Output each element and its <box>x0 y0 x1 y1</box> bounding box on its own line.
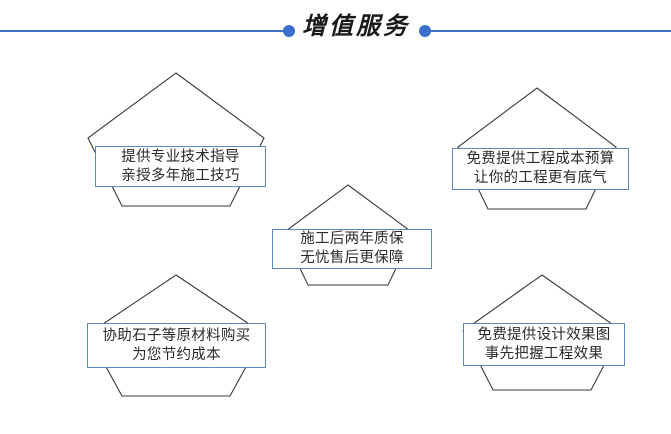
service-label-line-2: 无忧售后更保障 <box>300 250 404 266</box>
bullet-dot-icon-left <box>283 25 295 37</box>
service-label-center: 施工后两年质保 无忧售后更保障 <box>272 229 432 269</box>
service-card-top-left <box>85 70 267 210</box>
service-label-line-2: 让你的工程更有底气 <box>473 170 608 186</box>
service-label-line-1: 免费提供设计效果图 <box>477 326 611 343</box>
header-rule-left <box>0 30 285 32</box>
service-label-line-1: 提供专业技术指导 <box>121 148 240 165</box>
service-label-line-2: 为您节约成本 <box>132 346 221 363</box>
service-label-line-2: 亲授多年施工技巧 <box>121 167 240 184</box>
pentagon-shape-icon <box>87 72 265 207</box>
bullet-dot-icon-right <box>419 25 431 37</box>
service-label-top-right: 免费提供工程成本预算 让你的工程更有底气 <box>452 148 629 190</box>
page-title: 增值服务 <box>302 11 410 40</box>
service-label-line-2: 事先把握工程效果 <box>484 345 604 362</box>
service-label-line-1: 免费提供工程成本预算 <box>466 151 615 167</box>
service-label-bottom-left: 协助石子等原材料购买 为您节约成本 <box>87 323 266 368</box>
header-rule-right <box>430 30 671 32</box>
service-label-bottom-right: 免费提供设计效果图 事先把握工程效果 <box>463 323 625 366</box>
service-label-top-left: 提供专业技术指导 亲授多年施工技巧 <box>95 146 266 187</box>
service-label-line-1: 施工后两年质保 <box>300 231 404 247</box>
section-header: 增值服务 <box>0 0 671 58</box>
service-label-line-1: 协助石子等原材料购买 <box>102 327 251 344</box>
